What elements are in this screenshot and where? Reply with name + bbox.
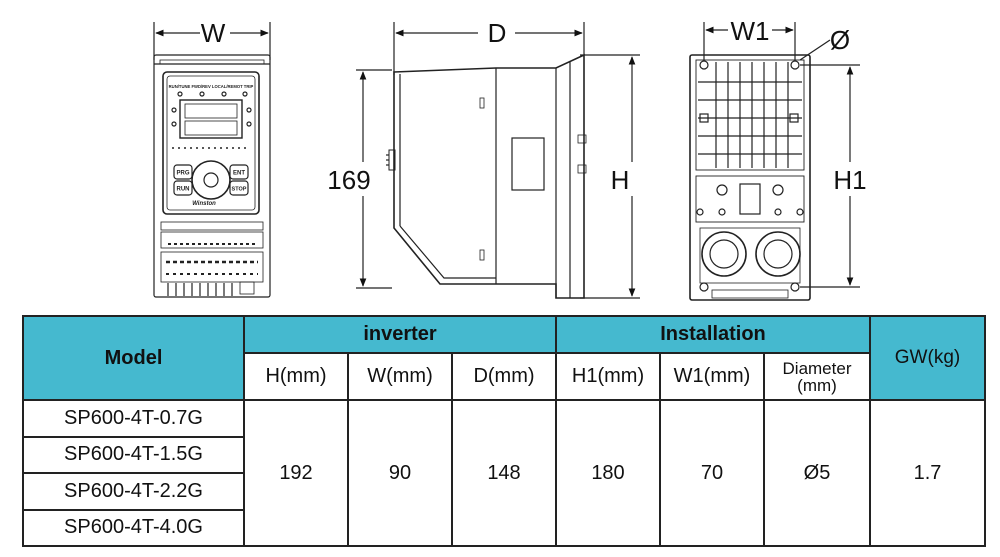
stop-key-label: STOP <box>232 187 247 193</box>
diameter-value: Ø5 <box>763 399 871 547</box>
h-column-header: H(mm) <box>243 352 349 402</box>
diameter-column-header: Diameter (mm) <box>763 352 871 402</box>
model-cell: SP600-4T-2.2G <box>22 472 245 511</box>
model-cell: SP600-4T-1.5G <box>22 435 245 475</box>
w1-value: 70 <box>659 399 765 547</box>
diameter-header-line1: Diameter <box>782 358 852 378</box>
side-left-height-label: 169 <box>327 165 370 195</box>
d-column-header: D(mm) <box>451 352 557 402</box>
diameter-header-line2: (mm) <box>797 375 837 395</box>
w1-column-header: W1(mm) <box>659 352 765 402</box>
gw-header: GW(kg) <box>869 314 986 402</box>
front-width-label: W <box>201 18 226 48</box>
side-right-height-label: H <box>611 165 630 195</box>
keypad-indicator-labels: RUN/TUNE FWD/REV LOCAL/REMOT TRIP <box>169 84 254 89</box>
ent-key-label: ENT <box>233 171 245 177</box>
installation-group-header: Installation <box>555 314 871 355</box>
rear-view <box>689 22 860 301</box>
front-view <box>153 22 271 298</box>
inverter-group-header: inverter <box>243 314 557 355</box>
d-value: 148 <box>451 399 557 547</box>
h1-column-header: H1(mm) <box>555 352 661 402</box>
run-key-label: RUN <box>177 187 190 193</box>
model-cell: SP600-4T-0.7G <box>22 399 245 438</box>
gw-value: 1.7 <box>869 399 986 547</box>
rear-diameter-label: Ø <box>830 25 850 55</box>
prg-key-label: PRG <box>176 171 189 177</box>
rear-height-label: H1 <box>833 165 866 195</box>
model-header: Model <box>22 314 245 402</box>
rear-width-label: W1 <box>731 16 770 46</box>
w-value: 90 <box>347 399 453 547</box>
h1-value: 180 <box>555 399 661 547</box>
w-column-header: W(mm) <box>347 352 453 402</box>
spec-table: Model inverter Installation GW(kg) H(mm)… <box>22 314 986 548</box>
dimension-drawings: RUN/TUNE FWD/REV LOCAL/REMOT TRIP PRG EN… <box>153 16 867 301</box>
model-cell: SP600-4T-4.0G <box>22 508 245 548</box>
side-depth-label: D <box>488 18 507 48</box>
h-value: 192 <box>243 399 349 547</box>
brand-logo: Winston <box>192 201 216 207</box>
side-view <box>356 22 640 299</box>
